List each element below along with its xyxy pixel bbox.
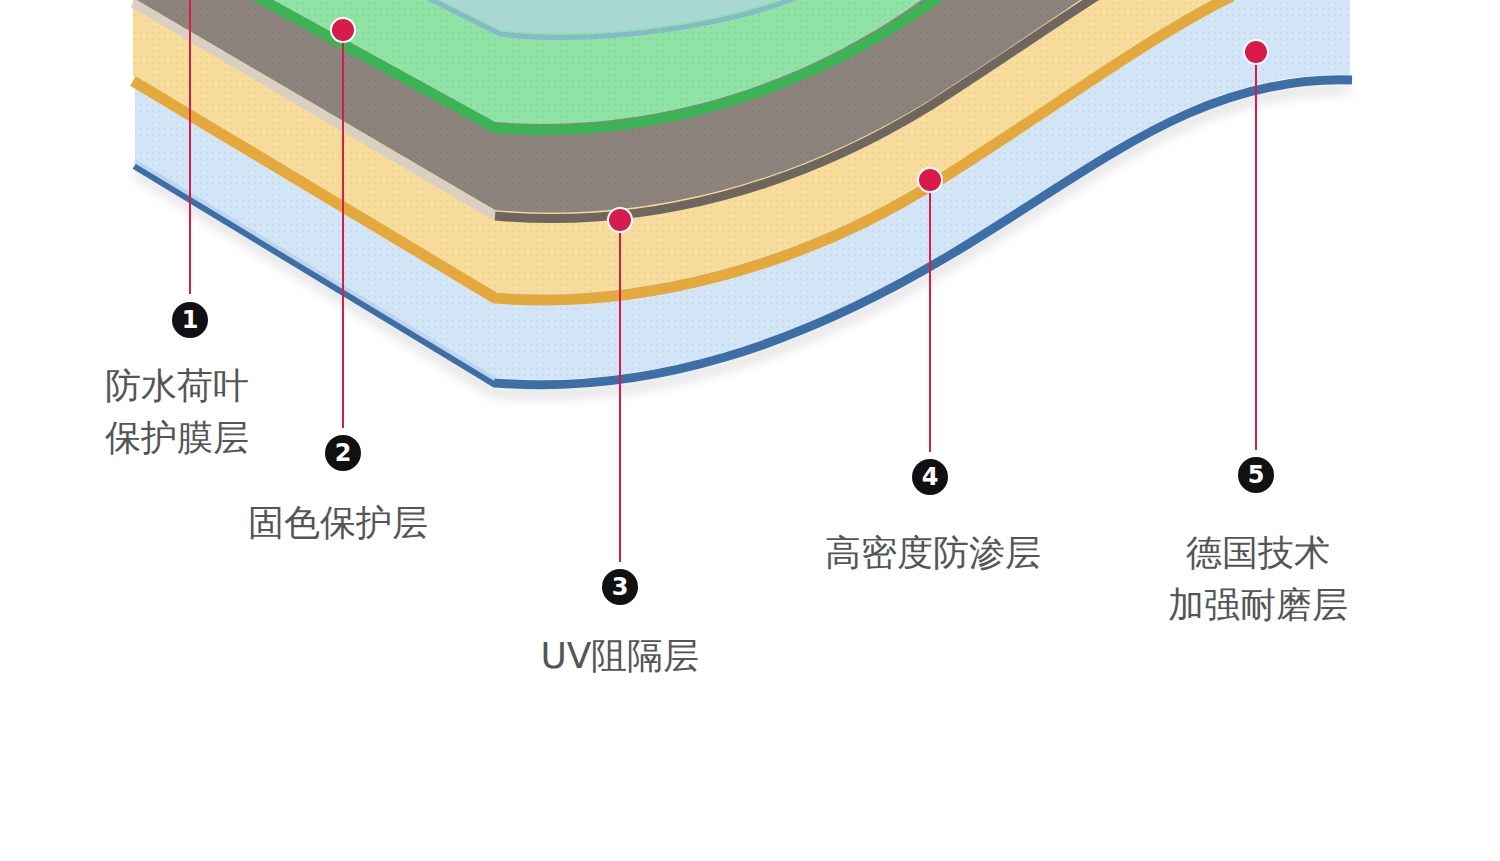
callout-number: 3 [602, 569, 638, 605]
leader-lines [190, 0, 1256, 562]
layer-label: 高密度防渗层 [825, 527, 1041, 579]
anti-seepage-layer [133, 0, 1232, 300]
layer-label: 防水荷叶 保护膜层 [105, 360, 271, 464]
layer-label: 固色保护层 [248, 497, 428, 549]
callout-number: 4 [912, 459, 948, 495]
callout-number: 5 [1238, 457, 1274, 493]
callout-number: 2 [325, 435, 361, 471]
layer-label: UV阻隔层 [541, 630, 700, 682]
film-layer [420, 0, 804, 37]
leader-dots [331, 18, 1268, 232]
layer-label: 德国技术 加强耐磨层 [1166, 527, 1350, 631]
callout-number: 1 [172, 302, 208, 338]
color-protect-layer [255, 0, 940, 130]
uv-layer [133, 0, 1097, 219]
